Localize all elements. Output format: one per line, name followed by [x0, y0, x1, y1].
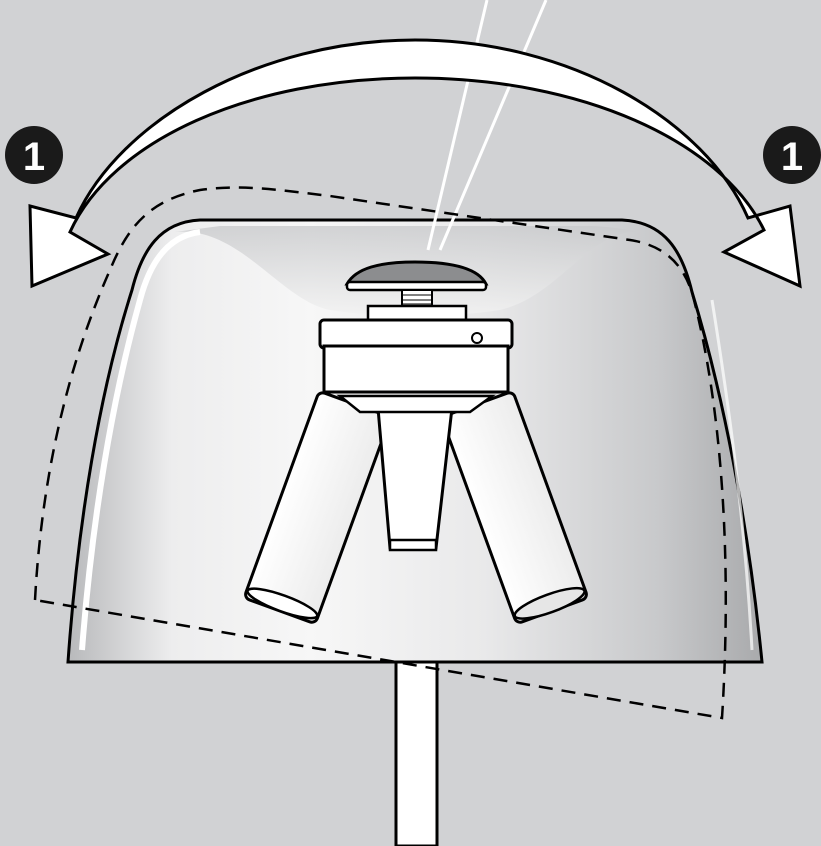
- light-beam-lines: [426, 0, 548, 251]
- left-lamp-tube: [244, 391, 391, 624]
- step-number-left: 1: [23, 135, 45, 179]
- lamp-arms: [244, 391, 588, 624]
- numbered-circle-icon: [5, 126, 63, 184]
- step-number-right: 1: [781, 135, 803, 179]
- numbered-circle-icon: [763, 126, 821, 184]
- rotation-arrow-icon: [28, 38, 802, 289]
- rotated-shade-outline: [33, 186, 728, 720]
- lamp-mount: [318, 260, 514, 394]
- set-screw-icon: [471, 332, 483, 344]
- step-badge-left: 1: [5, 126, 63, 184]
- step-badge-right: 1: [763, 126, 821, 184]
